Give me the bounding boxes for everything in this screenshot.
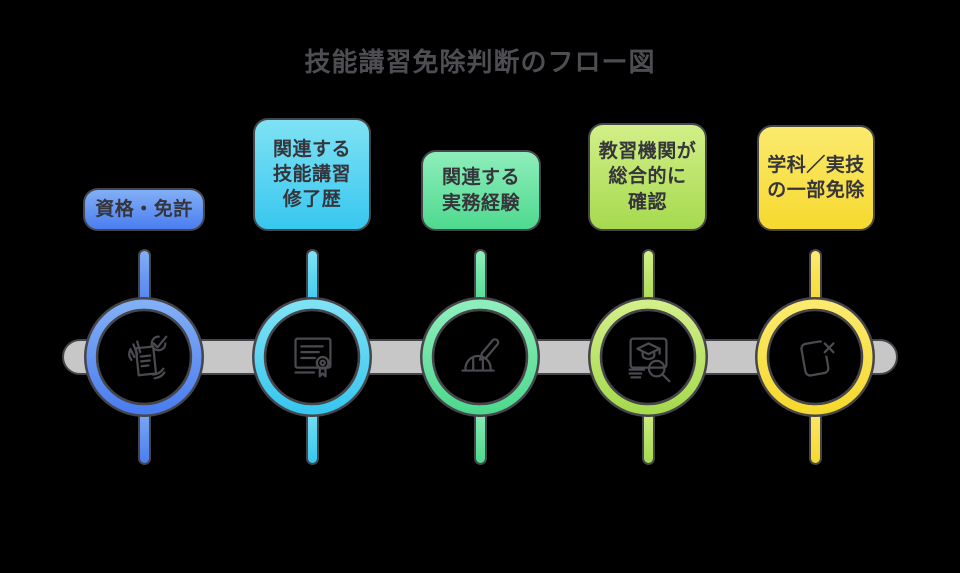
license-check-icon bbox=[128, 335, 168, 380]
node-circle bbox=[755, 297, 875, 417]
node-label: 資格・免許 bbox=[83, 188, 205, 231]
document-x-icon bbox=[800, 338, 838, 377]
hardhat-pencil-icon bbox=[461, 338, 500, 372]
page-title: 技能講習免除判断のフロー図 bbox=[304, 48, 656, 78]
certificate-ribbon-icon bbox=[294, 337, 332, 378]
screen-gradcap-search-icon bbox=[628, 337, 671, 383]
node-label: 関連する 実務経験 bbox=[421, 150, 541, 231]
node-label: 学科／実技 の一部免除 bbox=[757, 125, 875, 231]
node-label: 関連する 技能講習 修了歴 bbox=[253, 118, 371, 231]
node-circle bbox=[588, 297, 708, 417]
node-label: 教習機関が 総合的に 確認 bbox=[588, 123, 707, 231]
